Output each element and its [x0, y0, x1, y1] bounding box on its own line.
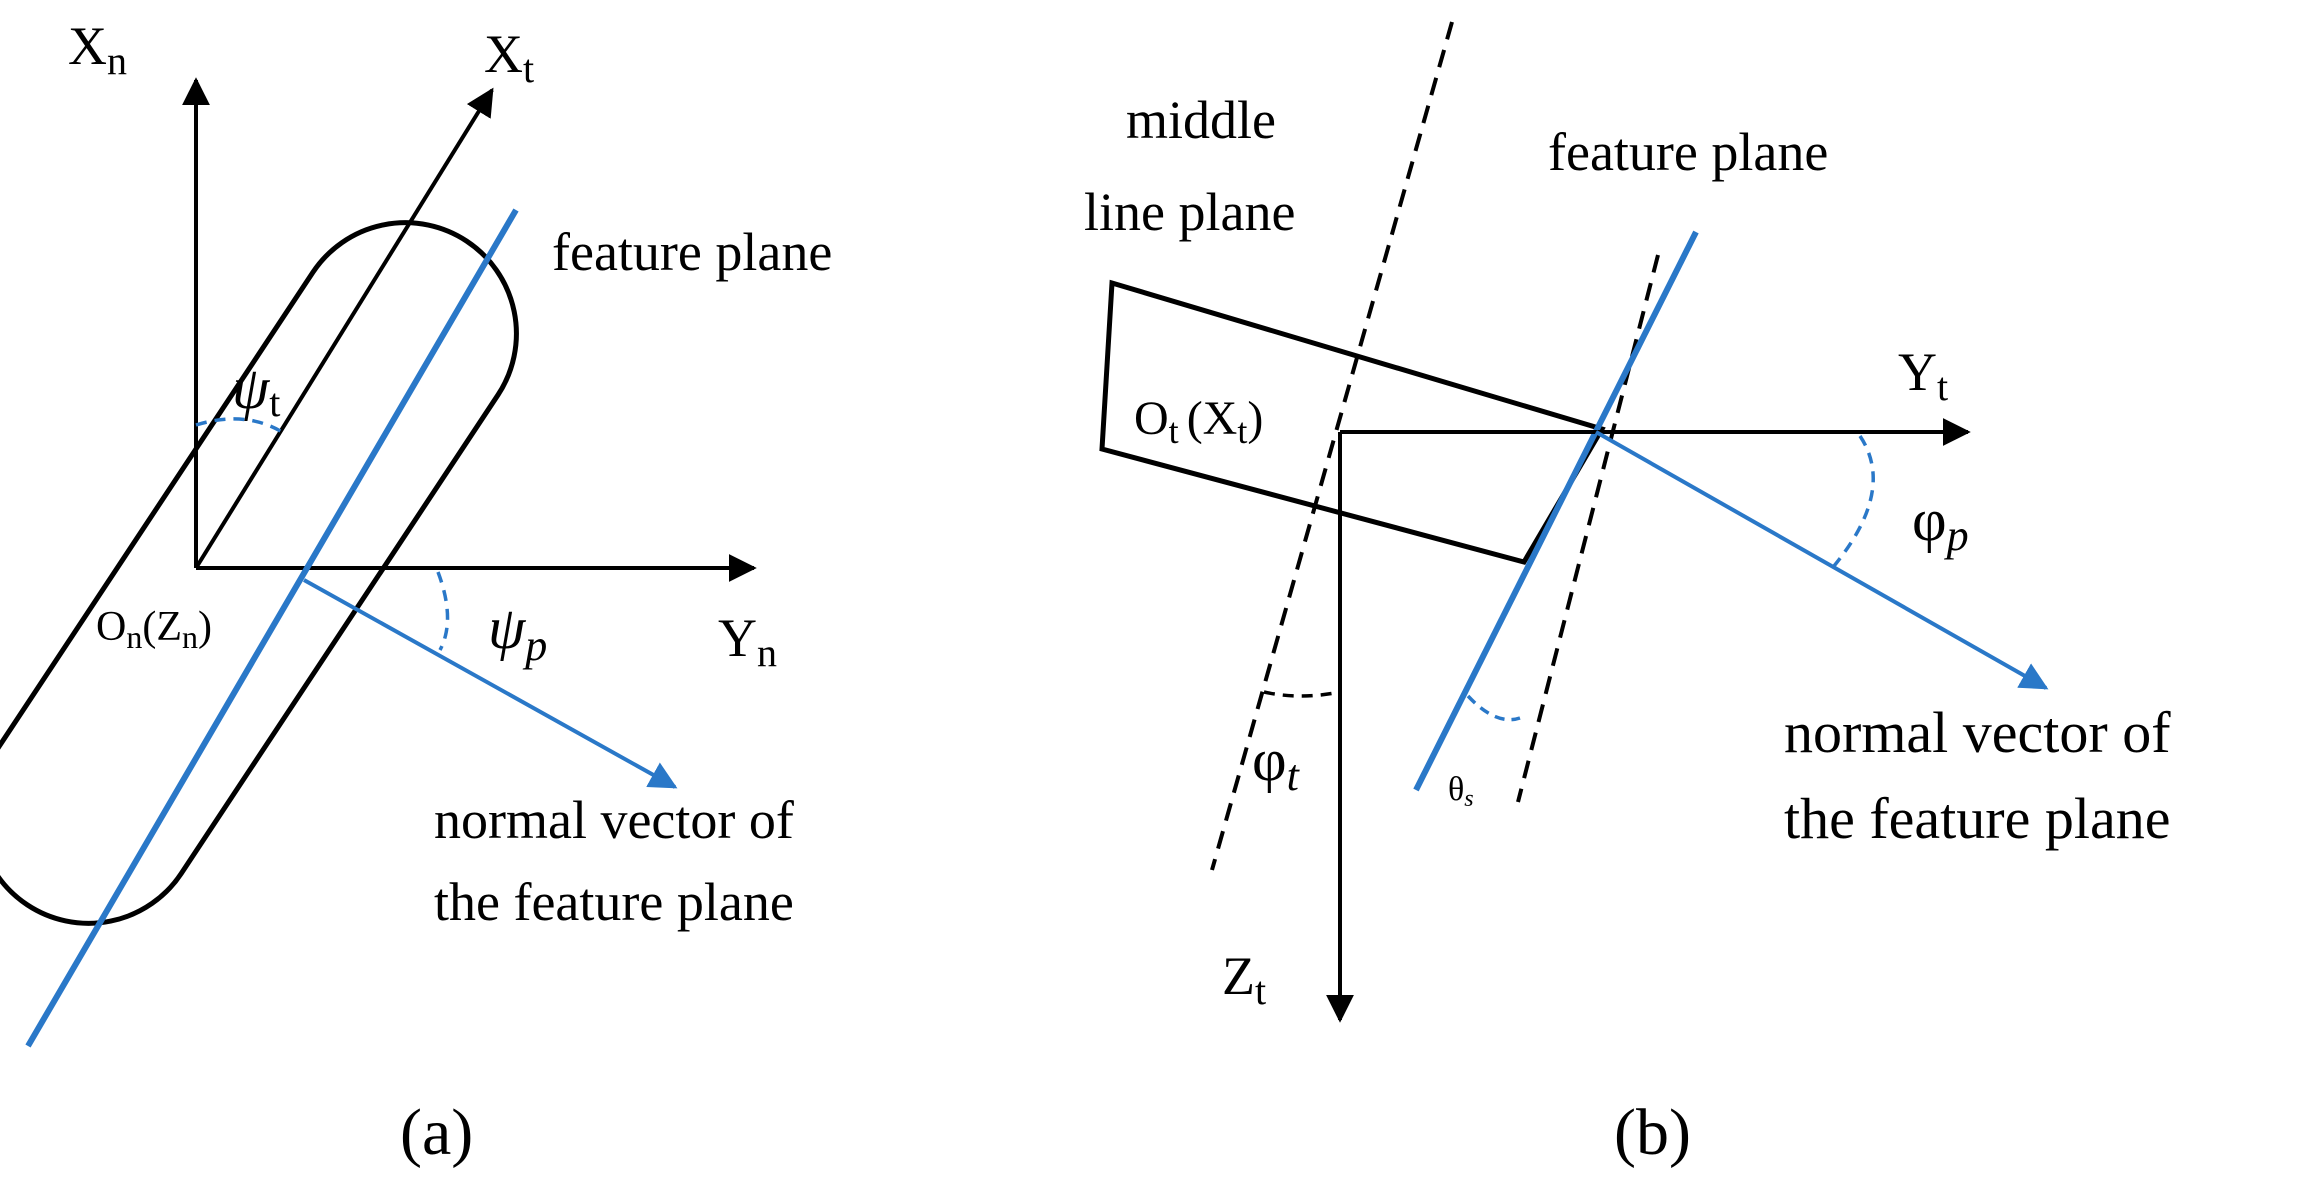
caption-b: (b)	[1614, 1096, 1691, 1169]
panel-a: Xn Xt Yn On(Zn) ψt ψp feature plane norm…	[0, 16, 832, 1169]
tool-rectangle	[1099, 279, 1606, 565]
feature-plane-label-b: feature plane	[1548, 122, 1828, 182]
middle-line-plane-label-1: middle	[1126, 90, 1276, 150]
yt-axis-label: Yt	[1898, 342, 1948, 409]
phi-p-label: φp	[1912, 487, 1969, 560]
psi-p-label: ψp	[488, 595, 547, 670]
xt-axis	[194, 87, 494, 570]
origin-label-a: On(Zn)	[96, 604, 212, 655]
phi-t-label: φt	[1252, 727, 1301, 800]
psi-t-label: ψt	[232, 355, 280, 425]
feature-plane-line-b	[1413, 230, 1699, 792]
origin-label-b: Ot(Xt)	[1134, 392, 1263, 451]
theta-s-angle-arc	[1466, 694, 1521, 722]
yn-axis-label: Yn	[718, 608, 777, 675]
psi-p-angle-arc	[436, 571, 450, 651]
normal-vector-arrow	[303, 578, 678, 789]
theta-s-label: θs	[1448, 771, 1474, 812]
normal-vector-label-b-1: normal vector of	[1784, 700, 2171, 765]
feature-plane-label-a: feature plane	[552, 222, 832, 282]
normal-vector-arrow-b	[1595, 430, 2049, 690]
feature-plane-line	[25, 208, 519, 1048]
phi-p-angle-arc	[1832, 435, 1875, 568]
capsule-shape	[0, 220, 519, 926]
normal-vector-label-a-2: the feature plane	[434, 872, 794, 932]
normal-vector-label-b-2: the feature plane	[1784, 786, 2170, 851]
feature-plane-reference-line	[1516, 254, 1660, 803]
middle-line-plane	[1210, 21, 1454, 871]
zt-axis-label: Zt	[1222, 946, 1266, 1013]
middle-line-plane-label-2: line plane	[1084, 182, 1295, 242]
psi-t-angle-arc	[195, 417, 283, 434]
caption-a: (a)	[400, 1096, 473, 1169]
normal-vector-label-a-1: normal vector of	[434, 790, 794, 850]
panel-b: middle line plane feature plane Yt Zt Ot…	[1084, 21, 2171, 1169]
xt-axis-label: Xt	[484, 24, 534, 91]
phi-t-angle-arc	[1263, 690, 1341, 698]
xn-axis-label: Xn	[68, 16, 127, 83]
